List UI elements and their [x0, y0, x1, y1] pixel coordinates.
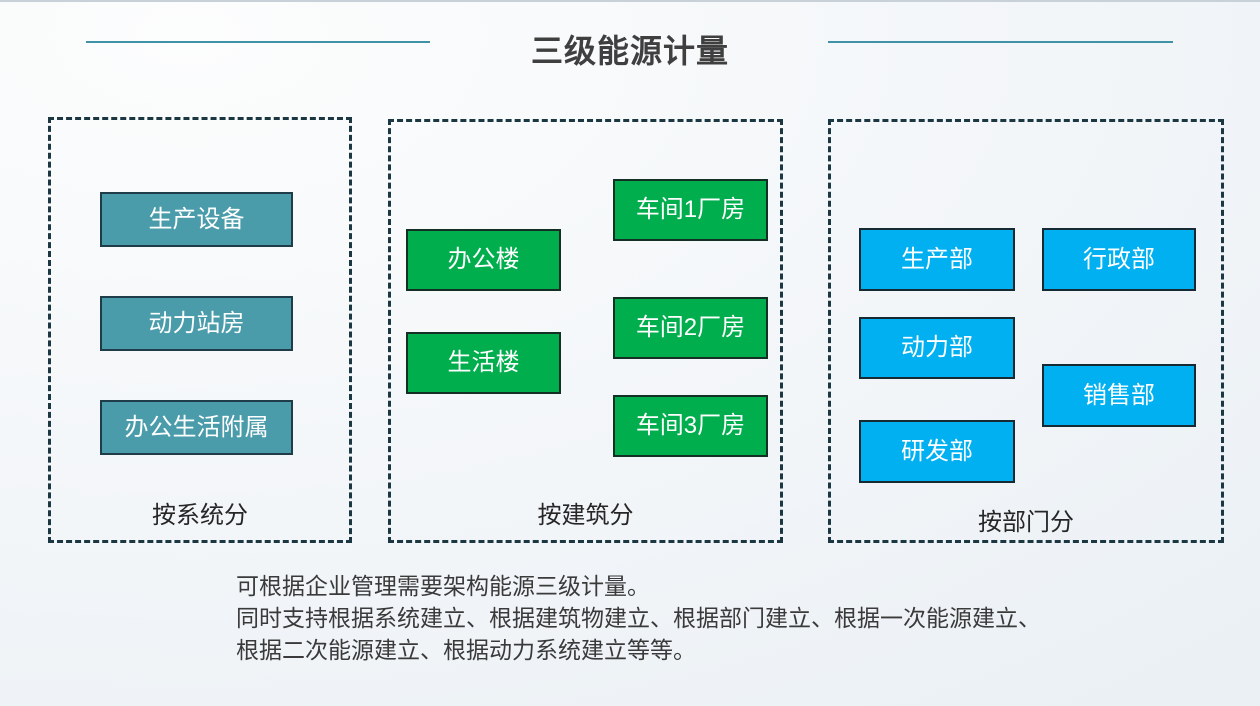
node-admin-dept: 行政部: [1042, 228, 1196, 291]
node-living-building: 生活楼: [406, 332, 561, 394]
group-by-system: 生产设备 动力站房 办公生活附属 按系统分: [48, 117, 352, 543]
group-label-by-system: 按系统分: [152, 502, 248, 529]
node-office-living-auxiliary: 办公生活附属: [100, 400, 293, 455]
footer-description: 可根据企业管理需要架构能源三级计量。 同时支持根据系统建立、根据建筑物建立、根据…: [236, 570, 1041, 666]
group-by-building: 办公楼 生活楼 车间1厂房 车间2厂房 车间3厂房 按建筑分: [388, 119, 783, 543]
footer-line-1: 可根据企业管理需要架构能源三级计量。: [236, 573, 650, 599]
group-by-department: 生产部 行政部 动力部 销售部 研发部 按部门分: [828, 119, 1224, 543]
node-workshop-2: 车间2厂房: [613, 297, 768, 359]
group-label-by-building: 按建筑分: [537, 502, 634, 529]
node-workshop-1: 车间1厂房: [613, 179, 768, 241]
page-title: 三级能源计量: [530, 33, 729, 69]
node-power-dept: 动力部: [859, 317, 1015, 379]
node-workshop-3: 车间3厂房: [613, 395, 768, 457]
node-production-equipment: 生产设备: [100, 192, 293, 247]
footer-line-3: 根据二次能源建立、根据动力系统建立等等。: [236, 637, 696, 663]
node-sales-dept: 销售部: [1042, 364, 1196, 427]
title-rule-right: [828, 41, 1173, 43]
node-power-station-room: 动力站房: [100, 296, 293, 351]
node-production-dept: 生产部: [859, 228, 1015, 291]
node-rd-dept: 研发部: [859, 420, 1015, 483]
top-edge-line: [0, 0, 1260, 2]
group-label-by-department: 按部门分: [978, 509, 1074, 536]
title-rule-left: [86, 41, 430, 43]
node-office-building: 办公楼: [406, 229, 561, 291]
footer-line-2: 同时支持根据系统建立、根据建筑物建立、根据部门建立、根据一次能源建立、: [236, 605, 1041, 631]
